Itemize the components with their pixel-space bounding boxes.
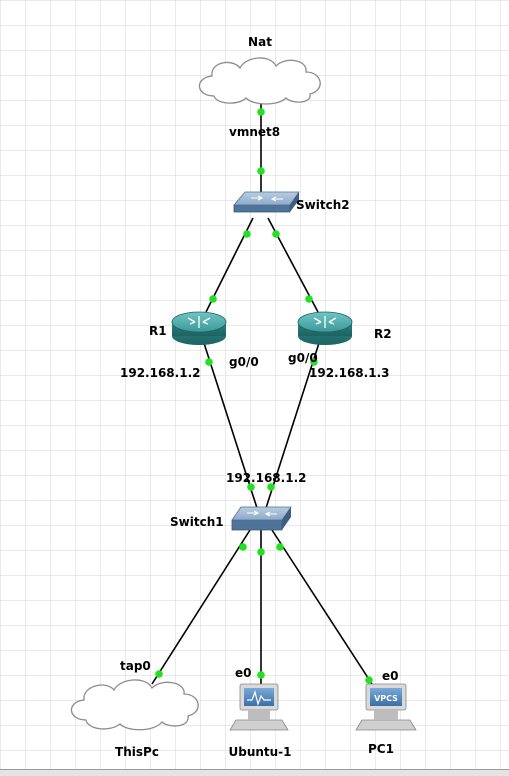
cloud-icon [70, 679, 199, 731]
link-switch1-pc1[interactable] [271, 529, 373, 685]
pc1-vpcs-node[interactable]: VPCS [355, 683, 417, 731]
port-dot-r2-bottom [310, 358, 318, 366]
port-status-dots [155, 108, 373, 684]
r1-label: R1 [149, 324, 167, 338]
port-dot-switch1-bottom-left [239, 543, 247, 551]
port-dot-switch1-bottom-right [276, 543, 284, 551]
switch2-label: Switch2 [296, 198, 350, 212]
link-r2-switch1[interactable] [265, 339, 321, 509]
ubuntu-port-label: e0 [235, 666, 252, 680]
ubuntu-label: Ubuntu-1 [228, 745, 291, 759]
switch1-label: Switch1 [170, 515, 224, 529]
vpcs-screen-text: VPCS [374, 694, 398, 703]
switch1-ip-label: 192.168.1.2 [226, 471, 306, 485]
vpcs-monitor-icon: VPCS [355, 683, 417, 731]
pc1-port-label: e0 [382, 669, 399, 683]
r2-port-label: g0/0 [288, 351, 318, 365]
port-dot-switch2-right [272, 230, 280, 238]
cloud-icon [198, 57, 321, 105]
link-switch1-thispc[interactable] [151, 529, 251, 685]
r2-ip-label: 192.168.1.3 [309, 366, 389, 380]
port-dot-thispc [155, 670, 163, 678]
router-icon [171, 311, 227, 345]
pc1-label: PC1 [368, 742, 394, 756]
thispc-cloud-node[interactable] [70, 679, 199, 731]
port-dot-switch1-left-top [247, 483, 255, 491]
port-dot-r1-bottom [205, 358, 213, 366]
switch-icon [233, 191, 300, 213]
link-r1-switch1[interactable] [202, 339, 258, 509]
status-bar [0, 769, 509, 776]
terminal-monitor-icon [229, 683, 289, 731]
r1-ip-label: 192.168.1.2 [120, 366, 200, 380]
port-dot-switch2-top [257, 167, 265, 175]
port-dot-nat [257, 108, 265, 116]
switch1-node[interactable] [231, 506, 292, 531]
switch2-node[interactable] [233, 191, 300, 213]
thispc-port-label: tap0 [120, 659, 151, 673]
port-dot-r1-top [209, 295, 217, 303]
nat-label: Nat [248, 35, 272, 49]
r2-router-node[interactable] [297, 311, 353, 345]
port-dot-switch1-bottom-mid [257, 548, 265, 556]
thispc-label: ThisPc [115, 745, 159, 759]
nat-cloud-node[interactable] [198, 57, 321, 105]
nat-port-label: vmnet8 [229, 125, 280, 139]
port-dot-switch2-left [243, 230, 251, 238]
router-icon [297, 311, 353, 345]
switch-icon [231, 506, 292, 531]
port-dot-switch1-right-top [267, 483, 275, 491]
r1-router-node[interactable] [171, 311, 227, 345]
ubuntu-host-node[interactable] [229, 683, 289, 731]
port-dot-pc1 [365, 676, 373, 684]
port-dot-ubuntu [257, 671, 265, 679]
port-dot-r2-top [305, 295, 313, 303]
r2-label: R2 [374, 327, 392, 341]
r1-port-label: g0/0 [229, 355, 259, 369]
